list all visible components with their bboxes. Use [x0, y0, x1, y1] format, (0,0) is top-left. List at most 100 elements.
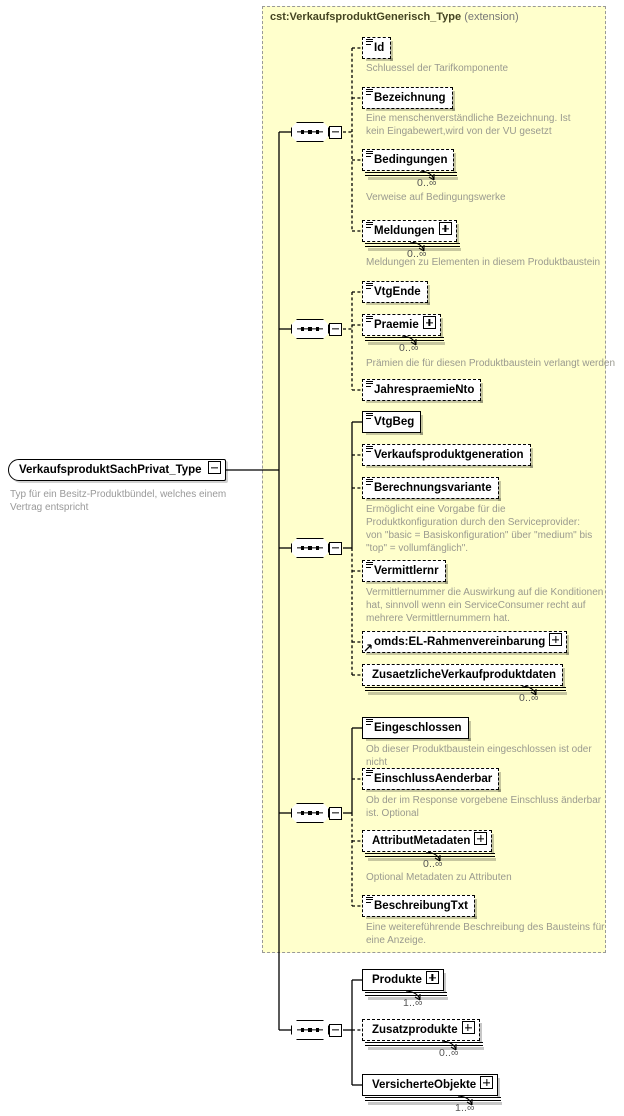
element-icon: [365, 897, 373, 904]
extension-base-type-label: cst:VerkaufsproduktGenerisch_Type (exten…: [270, 11, 519, 23]
occurrence-label: 1..∞: [455, 1102, 475, 1114]
element-box-eingeschlossen[interactable]: Eingeschlossen: [362, 717, 471, 741]
element-icon: [365, 283, 373, 290]
sequence-icon: [291, 122, 329, 142]
element-label: ZusaetzlicheVerkaufproduktdaten: [372, 669, 557, 681]
element-box-vtgende[interactable]: VtgEnde: [362, 281, 430, 305]
group-5-collapse-toggle[interactable]: [329, 1023, 342, 1037]
element-box-id[interactable]: Id: [362, 37, 394, 61]
element-expand-toggle[interactable]: [425, 971, 439, 989]
occurrence-hook-icon: [441, 1041, 457, 1051]
element-box-jahrespraemiento[interactable]: JahrespraemieNto: [362, 379, 484, 403]
occurrence-label: 0..∞: [407, 248, 427, 260]
group-1-collapse-toggle[interactable]: [329, 125, 342, 139]
occurrence-label: 0..∞: [417, 177, 437, 189]
element-label: Praemie: [374, 319, 419, 331]
element-label: Meldungen: [374, 225, 435, 237]
element-expand-toggle[interactable]: [480, 1076, 494, 1094]
element-label: Id: [374, 42, 385, 54]
element-icon: [365, 381, 373, 388]
element-icon: [365, 222, 373, 229]
sequence-connector-1[interactable]: [291, 121, 343, 143]
extension-keyword: (extension): [464, 11, 519, 23]
occurrence-label: 0..∞: [399, 342, 419, 354]
sequence-connector-3[interactable]: [291, 537, 343, 559]
element-icon: [365, 316, 373, 323]
element-label: omds:EL-Rahmenvereinbarung: [374, 636, 546, 648]
root-type-box[interactable]: VerkaufsproduktSachPrivat_Type: [8, 459, 226, 481]
sequence-icon: [291, 1020, 329, 1040]
occurrence-hook-icon: [401, 336, 417, 346]
element-label: Bedingungen: [374, 154, 448, 166]
element-box-bezeichnung[interactable]: Bezeichnung: [362, 87, 455, 111]
element-label: VtgEnde: [374, 286, 421, 298]
sequence-connector-2[interactable]: [291, 318, 343, 340]
element-icon: [365, 151, 373, 158]
element-box-einschlussaenderbar[interactable]: EinschlussAenderbar: [362, 768, 502, 792]
element-expand-toggle[interactable]: [422, 316, 436, 334]
root-type-documentation: Typ für ein Besitz-Produktbündel, welche…: [10, 489, 227, 513]
element-label: Berechnungsvariante: [374, 482, 492, 494]
element-label: AttributMetadaten: [372, 835, 471, 847]
occurrence-label: 0..∞: [439, 1047, 459, 1059]
element-icon: [365, 89, 373, 96]
reference-icon: [364, 644, 372, 652]
occurrence-label: 1..∞: [403, 997, 423, 1009]
element-documentation: Prämien die für diesen Produktbaustein v…: [366, 358, 616, 369]
element-box-beschreibungtxt[interactable]: BeschreibungTxt: [362, 895, 477, 919]
occurrence-hook-icon: [419, 171, 435, 181]
element-icon: [365, 39, 373, 46]
element-documentation: Schluessel der Tarifkomponente: [366, 63, 509, 74]
element-documentation: Meldungen zu Elementen in diesem Produkt…: [366, 257, 601, 268]
root-type-label: VerkaufsproduktSachPrivat_Type: [19, 464, 202, 476]
occurrence-label: 0..∞: [519, 692, 539, 704]
sequence-icon: [291, 319, 329, 339]
element-box-praemie[interactable]: Praemie: [362, 314, 445, 345]
sequence-icon: [291, 538, 329, 558]
group-2-collapse-toggle[interactable]: [329, 322, 342, 336]
element-box-omds-el-rahmenvereinbarung[interactable]: omds:EL-Rahmenvereinbarung: [362, 631, 570, 655]
element-label: JahrespraemieNto: [374, 384, 475, 396]
group-4-collapse-toggle[interactable]: [329, 806, 342, 820]
element-box-meldungen[interactable]: Meldungen: [362, 220, 461, 251]
element-label: Bezeichnung: [374, 92, 446, 104]
element-icon: [365, 479, 373, 486]
element-box-vtgbeg[interactable]: VtgBeg: [362, 411, 424, 435]
element-label: Produkte: [372, 974, 422, 986]
element-documentation: Eine weitereführende Beschreibung des Ba…: [366, 922, 605, 946]
element-icon: [365, 770, 373, 777]
group-3-collapse-toggle[interactable]: [329, 541, 342, 555]
occurrence-hook-icon: [521, 686, 537, 696]
element-expand-toggle[interactable]: [549, 633, 563, 651]
element-box-zusaetzlicheverkaufproduktdaten[interactable]: ZusaetzlicheVerkaufproduktdaten: [362, 664, 568, 695]
sequence-connector-5[interactable]: [291, 1019, 343, 1041]
element-box-verkaufsproduktgeneration[interactable]: Verkaufsproduktgeneration: [362, 444, 533, 468]
occurrence-label: 0..∞: [423, 858, 443, 870]
element-documentation: Ob dieser Produktbaustein eingeschlossen…: [366, 744, 592, 768]
element-expand-toggle[interactable]: [438, 222, 452, 240]
element-documentation: Verweise auf Bedingungswerke: [366, 192, 506, 203]
element-box-attributmetadaten[interactable]: AttributMetadaten: [362, 830, 497, 861]
element-box-vermittlernr[interactable]: Vermittlernr: [362, 560, 448, 584]
element-documentation: Vermittlernummer die Auswirkung auf die …: [366, 587, 604, 624]
element-icon: [365, 562, 373, 569]
element-documentation: Ob der im Response vorgebene Einschluss …: [366, 795, 602, 819]
element-label: VersicherteObjekte: [372, 1079, 477, 1091]
element-label: VtgBeg: [374, 416, 415, 428]
element-box-berechnungsvariante[interactable]: Berechnungsvariante: [362, 477, 501, 501]
extension-base-type-name: cst:VerkaufsproduktGenerisch_Type: [270, 11, 462, 23]
element-expand-toggle[interactable]: [461, 1021, 475, 1039]
occurrence-hook-icon: [425, 852, 441, 862]
element-box-bedingungen[interactable]: Bedingungen: [362, 149, 459, 180]
element-expand-toggle[interactable]: [474, 832, 488, 850]
element-icon: [365, 446, 373, 453]
element-box-versicherteobjekte[interactable]: VersicherteObjekte: [362, 1074, 503, 1105]
element-box-produkte[interactable]: Produkte: [362, 969, 448, 1000]
element-documentation: Ermöglicht eine Vorgabe für die Produktk…: [366, 504, 593, 554]
element-box-zusatzprodukte[interactable]: Zusatzprodukte: [362, 1019, 484, 1050]
element-label: EinschlussAenderbar: [374, 773, 493, 785]
element-label: Zusatzprodukte: [372, 1024, 458, 1036]
element-label: Vermittlernr: [374, 565, 439, 577]
root-collapse-toggle[interactable]: [207, 461, 221, 479]
sequence-connector-4[interactable]: [291, 802, 343, 824]
